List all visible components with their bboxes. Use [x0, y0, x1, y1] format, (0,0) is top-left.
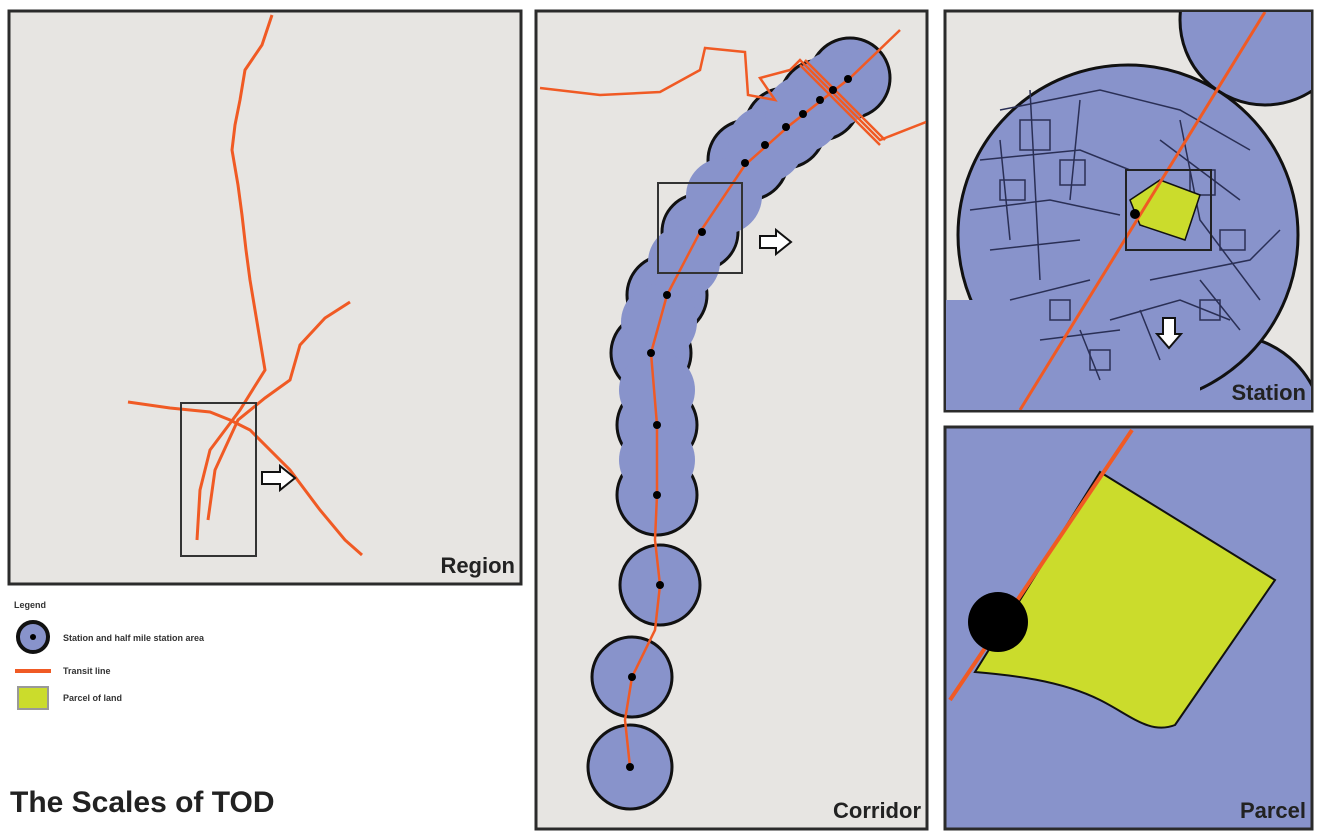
station-parcel: [1129, 179, 1201, 241]
arrow-right-icon: [759, 227, 793, 257]
station-dot: [1130, 209, 1140, 219]
legend-item-station-area: Station and half mile station area: [63, 633, 205, 643]
parcel-panel: Parcel: [943, 425, 1314, 831]
parcel-transit-line: [948, 428, 1134, 702]
station-transit-line: [1018, 12, 1267, 410]
region-zoom-box: [180, 402, 257, 557]
region-panel: Region: [7, 9, 523, 586]
station-label: Station: [1231, 380, 1306, 405]
legend: Legend Station and half mile station are…: [14, 600, 205, 710]
corridor-label: Corridor: [833, 798, 921, 823]
region-transit-lines: [127, 14, 363, 557]
legend-item-parcel: Parcel of land: [63, 693, 122, 703]
station-panel: Station: [943, 9, 1314, 413]
corridor-panel: Corridor: [534, 9, 929, 831]
parcel-icon: [17, 686, 49, 710]
transit-line-icon: [15, 669, 51, 673]
corridor-zoom-box: [657, 182, 743, 274]
station-area-icon: [16, 620, 50, 654]
corridor-station-dots: [626, 75, 852, 771]
legend-heading: Legend: [14, 600, 46, 610]
parcel-label: Parcel: [1240, 798, 1306, 823]
street-network: [969, 89, 1281, 381]
arrow-down-icon: [1154, 317, 1184, 350]
region-label: Region: [440, 553, 515, 578]
page-title: The Scales of TOD: [10, 786, 275, 819]
legend-item-transit-line: Transit line: [63, 666, 111, 676]
station-zoom-box: [1125, 169, 1212, 251]
parcel-shape: [973, 470, 1277, 729]
arrow-right-icon: [261, 463, 297, 493]
parcel-station-dot: [968, 592, 1028, 652]
